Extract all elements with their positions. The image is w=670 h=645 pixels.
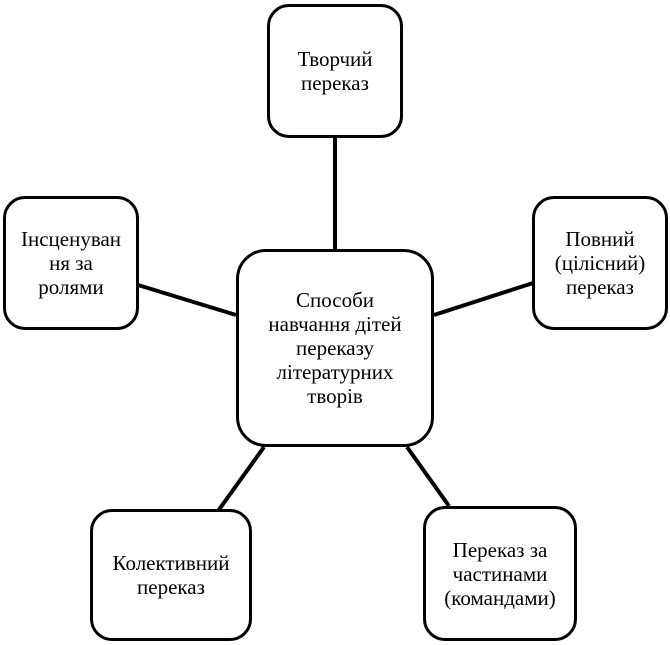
connector-center-bottom-left: [216, 445, 266, 513]
connector-center-left: [137, 283, 237, 317]
node-full-retelling: Повний (цілісний) переказ: [532, 196, 668, 330]
center-node-label: Способи навчання дітей переказу літерату…: [268, 288, 402, 408]
node-collective-retelling: Колективний переказ: [90, 509, 252, 641]
node-retelling-by-parts: Переказ за частинами (командами): [423, 506, 577, 641]
node-full-retelling-label: Повний (цілісний) переказ: [554, 227, 646, 299]
node-collective-retelling-label: Колективний переказ: [112, 551, 230, 599]
node-creative-retelling-label: Творчий переказ: [297, 47, 373, 95]
center-node: Способи навчання дітей переказу літерату…: [236, 249, 434, 447]
node-role-dramatization: Інсценуван ня за ролями: [3, 196, 139, 330]
connector-center-right: [433, 281, 534, 317]
node-role-dramatization-label: Інсценуван ня за ролями: [20, 227, 122, 299]
node-creative-retelling: Творчий переказ: [267, 4, 403, 138]
connector-center-bottom-right: [405, 445, 451, 508]
node-retelling-by-parts-label: Переказ за частинами (командами): [444, 537, 556, 610]
